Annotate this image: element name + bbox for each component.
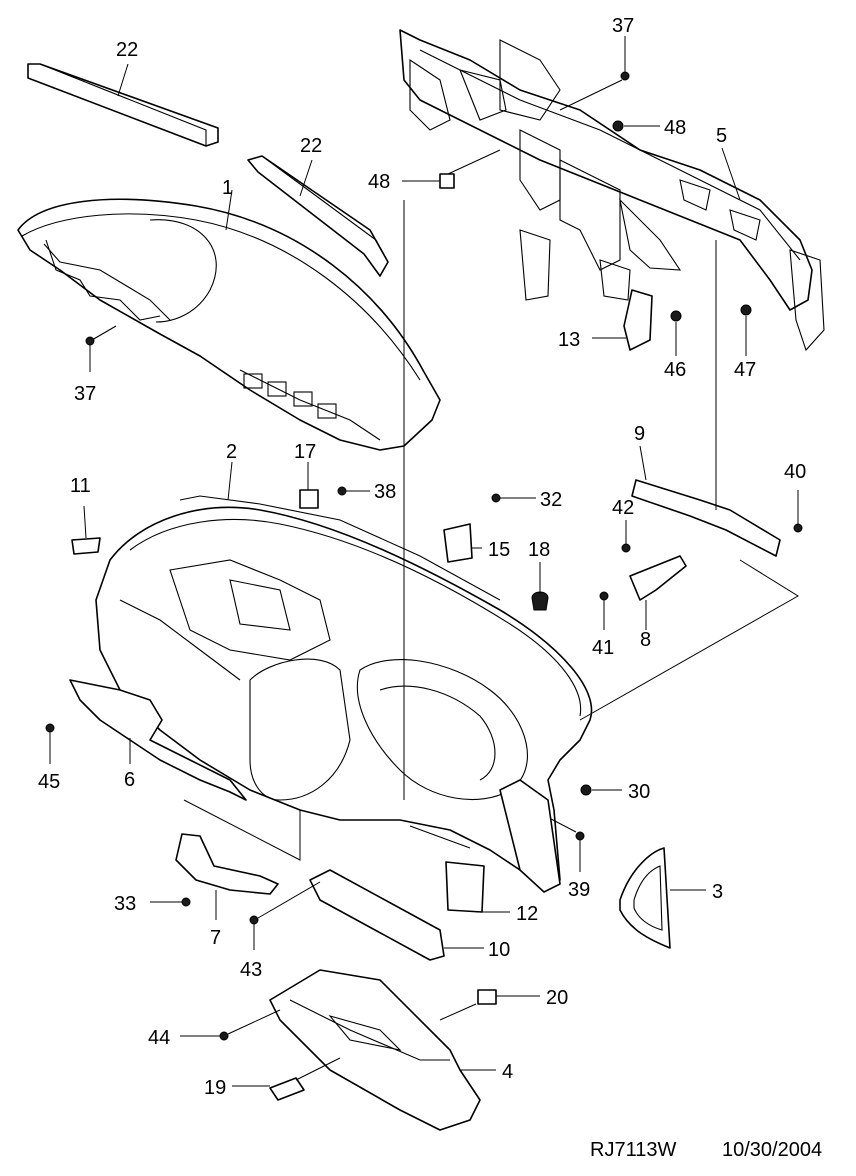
- callout-12: 12: [516, 903, 538, 925]
- part-10-lower-trim: [309, 869, 484, 961]
- drawing-code: RJ7113W: [590, 1139, 676, 1161]
- part-13-bracket: [592, 289, 653, 351]
- callout-6: 6: [124, 769, 135, 791]
- callout-15: 15: [488, 539, 510, 561]
- part-12-module: [409, 825, 510, 913]
- part-19-handle: [232, 1057, 341, 1101]
- part-7-lower-bracket: [175, 799, 301, 920]
- callout-41: 41: [592, 637, 614, 659]
- nut-48-top: [612, 120, 660, 132]
- callout-44: 44: [148, 1027, 170, 1049]
- screw-42: [621, 520, 631, 553]
- part-22-side-strip: [247, 155, 389, 277]
- callout-4: 4: [502, 1061, 513, 1083]
- callout-37a: 37: [74, 383, 96, 405]
- part-39-side-bracket: [499, 779, 561, 893]
- screw-33: [150, 897, 191, 907]
- screw-47: [740, 304, 752, 356]
- callout-5: 5: [716, 125, 727, 147]
- part-5-crossmember: [399, 29, 825, 352]
- callout-22a: 22: [116, 39, 138, 61]
- callout-17: 17: [294, 441, 316, 463]
- callout-8: 8: [640, 629, 651, 651]
- screw-30: [580, 784, 622, 796]
- part-3-corner-trim: [619, 847, 706, 949]
- callout-1: 1: [222, 177, 233, 199]
- callout-2: 2: [226, 441, 237, 463]
- callout-9: 9: [634, 423, 645, 445]
- part-1-upper-pad: [17, 189, 441, 451]
- callout-48b: 48: [368, 171, 390, 193]
- callout-30: 30: [628, 781, 650, 803]
- screw-41: [599, 591, 609, 630]
- part-6-lower-cover: [69, 679, 247, 801]
- callout-37b: 37: [612, 15, 634, 37]
- callout-3: 3: [712, 881, 723, 903]
- part-17-clip: [299, 462, 319, 509]
- screw-45: [45, 723, 55, 764]
- callout-19: 19: [204, 1077, 226, 1099]
- part-18-clip: [531, 562, 549, 611]
- part-2-instrument-panel: [95, 461, 593, 891]
- callout-32: 32: [540, 489, 562, 511]
- screw-32: [491, 493, 536, 503]
- callout-45: 45: [38, 771, 60, 793]
- callout-47: 47: [734, 359, 756, 381]
- part-11-clip: [71, 505, 101, 555]
- callout-38: 38: [374, 481, 396, 503]
- screw-38: [337, 486, 370, 496]
- part-8-bracket: [629, 555, 687, 630]
- clip-48-left: [402, 149, 501, 189]
- callout-33: 33: [114, 893, 136, 915]
- drawing-date: 10/30/2004: [722, 1139, 822, 1161]
- part-9-brace: [631, 445, 781, 557]
- screw-37-left: [85, 325, 117, 372]
- callout-48a: 48: [664, 117, 686, 139]
- part-22-top-strip: [27, 63, 219, 147]
- callout-10: 10: [488, 939, 510, 961]
- part-15-bracket: [443, 523, 482, 563]
- screw-44: [180, 1009, 281, 1041]
- callout-20: 20: [546, 987, 568, 1009]
- screw-40: [793, 490, 803, 533]
- callout-42: 42: [612, 497, 634, 519]
- callout-46: 46: [664, 359, 686, 381]
- callout-13: 13: [558, 329, 580, 351]
- screw-37-top: [559, 36, 630, 111]
- part-4-glove-box: [269, 969, 496, 1131]
- leader-part-9-to-panel: [579, 559, 799, 721]
- screw-43: [249, 881, 321, 950]
- callout-39: 39: [568, 879, 590, 901]
- callout-22b: 22: [300, 135, 322, 157]
- part-20-latch: [477, 989, 540, 1005]
- callout-7: 7: [210, 927, 221, 949]
- screw-46: [670, 310, 682, 356]
- callout-11: 11: [70, 475, 91, 497]
- callout-40: 40: [784, 461, 806, 483]
- callout-43: 43: [240, 959, 262, 981]
- callout-18: 18: [528, 539, 550, 561]
